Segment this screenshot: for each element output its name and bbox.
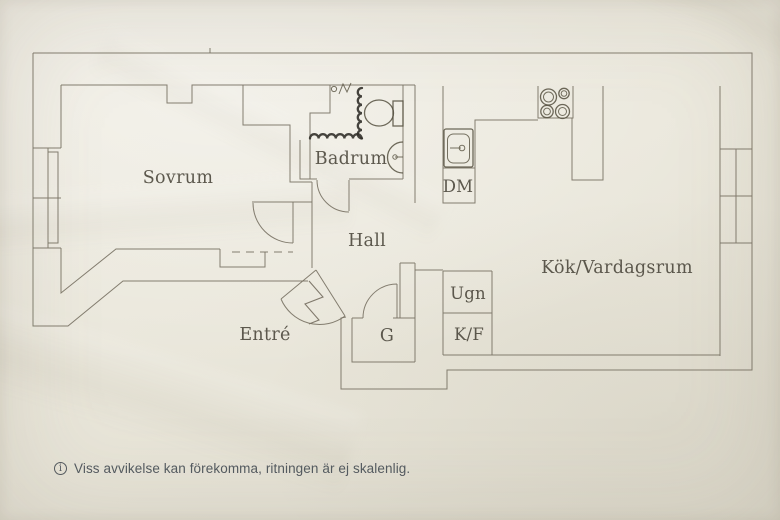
room-label-garderob: G	[380, 326, 394, 346]
room-label-entre: Entré	[239, 325, 290, 345]
room-label-kok-vardagsrum: Kök/Vardagsrum	[541, 258, 693, 278]
toilet-icon	[363, 99, 404, 127]
window-left-icon	[33, 147, 61, 249]
room-label-badrum: Badrum	[315, 149, 388, 169]
kitchen-sink-icon	[443, 128, 474, 168]
closet-door-swing-icon	[362, 283, 398, 319]
washbasin-icon	[386, 141, 404, 174]
footnote-text: Viss avvikelse kan förekomma, ritningen …	[74, 461, 411, 476]
kitchen-walls	[399, 86, 721, 362]
footnote: i Viss avvikelse kan förekomma, ritninge…	[54, 461, 410, 476]
stove-counter	[537, 86, 574, 119]
stove-icon	[539, 87, 571, 120]
tall-cabinet	[571, 86, 604, 181]
bedroom-walls	[60, 84, 415, 295]
appliance-label-oven: Ugn	[450, 284, 486, 303]
bedroom-door-swing-icon	[252, 202, 294, 244]
radiator-icon	[48, 151, 59, 244]
shower-curtain-icon	[308, 86, 364, 140]
entry-door-icon	[280, 269, 346, 325]
window-right-icon	[720, 148, 752, 244]
oven-fridge-unit	[415, 269, 493, 355]
appliance-label-fridge-freezer: K/F	[454, 325, 484, 344]
bathroom-door-swing-icon	[316, 179, 350, 213]
outer-walls	[32, 48, 753, 390]
appliance-label-dishwasher: DM	[443, 177, 474, 196]
room-label-hall: Hall	[348, 231, 386, 251]
info-icon: i	[54, 462, 67, 475]
room-label-sovrum: Sovrum	[143, 168, 214, 188]
shower-head-icon	[330, 82, 352, 95]
